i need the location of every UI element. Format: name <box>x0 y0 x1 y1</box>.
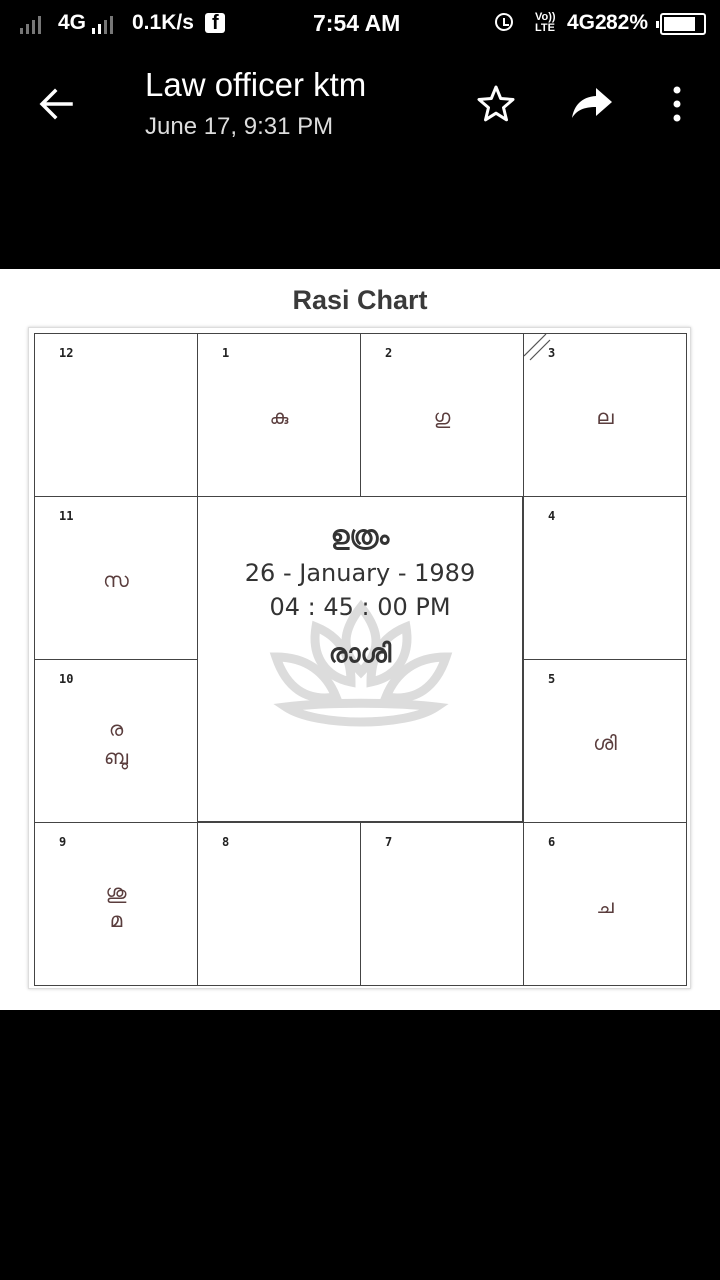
house-number: 5 <box>548 672 556 686</box>
house-planets: ശി <box>524 660 686 822</box>
house-planets: ഗു <box>361 334 523 496</box>
house-cell: 10 ര ബു <box>34 659 198 823</box>
house-number: 10 <box>59 672 74 686</box>
more-vert-icon[interactable] <box>668 84 686 124</box>
chart-frame <box>28 327 691 989</box>
house-planets: ശു മ <box>35 823 197 985</box>
house-number: 3 <box>548 346 556 360</box>
house-number: 6 <box>548 835 556 849</box>
house-cell: 7 <box>360 822 524 986</box>
house-planets <box>524 497 686 659</box>
house-marker-icon <box>524 334 551 361</box>
star-icon[interactable] <box>476 84 516 124</box>
house-planets: സ <box>35 497 197 659</box>
house-number: 1 <box>222 346 230 360</box>
house-number: 12 <box>59 346 74 360</box>
house-cell: 2 ഗു <box>360 333 524 497</box>
house-planets <box>35 334 197 496</box>
house-number: 2 <box>385 346 393 360</box>
volte-indicator: Vo))LTE <box>535 11 556 34</box>
house-planets: ര ബു <box>35 660 197 822</box>
planet-label: ശി <box>593 731 617 755</box>
planet-label: കു <box>269 405 289 429</box>
planet-label: ശു <box>105 880 127 904</box>
planet-label: മ <box>109 908 123 932</box>
chart-title: Rasi Chart <box>292 285 428 315</box>
facebook-icon: f <box>205 12 225 34</box>
network-type-1: 4G <box>58 11 87 34</box>
birth-star: ഉത്രം <box>330 521 390 551</box>
house-number: 11 <box>59 509 74 523</box>
clock: 7:54 AM <box>313 10 401 36</box>
page-title: Law officer ktm <box>145 66 367 103</box>
house-cell: 12 <box>34 333 198 497</box>
back-arrow-icon[interactable] <box>38 86 74 122</box>
house-number: 7 <box>385 835 393 849</box>
battery-percent: 82% <box>606 11 649 34</box>
signal-2-icon <box>92 16 113 34</box>
house-planets: ല <box>524 334 686 496</box>
rasi-label: രാശി <box>328 639 392 669</box>
planet-label: ല <box>596 405 614 429</box>
planet-label: ബു <box>103 745 129 769</box>
battery-icon <box>656 13 706 35</box>
house-number: 4 <box>548 509 556 523</box>
network-type-2: 4G2 <box>567 11 607 34</box>
house-cell: 8 <box>197 822 361 986</box>
birth-time: 04 : 45 : 00 PM <box>269 593 451 621</box>
planet-label: ഗു <box>433 405 451 429</box>
house-planets <box>361 823 523 985</box>
house-cell: 4 <box>523 496 687 660</box>
share-icon[interactable] <box>570 84 614 124</box>
house-cell: 9 ശു മ <box>34 822 198 986</box>
house-number: 8 <box>222 835 230 849</box>
house-planets: കു <box>198 334 360 496</box>
lotus-watermark-icon <box>269 599 453 727</box>
planet-label: ച <box>596 894 614 918</box>
house-planets: ച <box>524 823 686 985</box>
planet-label: ര <box>108 717 124 741</box>
planet-label: സ <box>103 568 129 592</box>
house-number: 9 <box>59 835 67 849</box>
signal-1-icon <box>20 16 41 34</box>
house-planets <box>198 823 360 985</box>
house-cell: 5 ശി <box>523 659 687 823</box>
chart-center: ഉത്രം 26 - January - 1989 04 : 45 : 00 P… <box>197 496 523 822</box>
house-cell: 1 കു <box>197 333 361 497</box>
alarm-icon <box>495 13 513 31</box>
page-subtitle: June 17, 9:31 PM <box>145 113 334 140</box>
birth-date: 26 - January - 1989 <box>244 559 476 587</box>
status-bar: 4G 0.1K/s f 7:54 AM Vo))LTE 4G2 82% <box>0 0 720 52</box>
house-cell: 11 സ <box>34 496 198 660</box>
network-speed: 0.1K/s <box>132 11 194 34</box>
